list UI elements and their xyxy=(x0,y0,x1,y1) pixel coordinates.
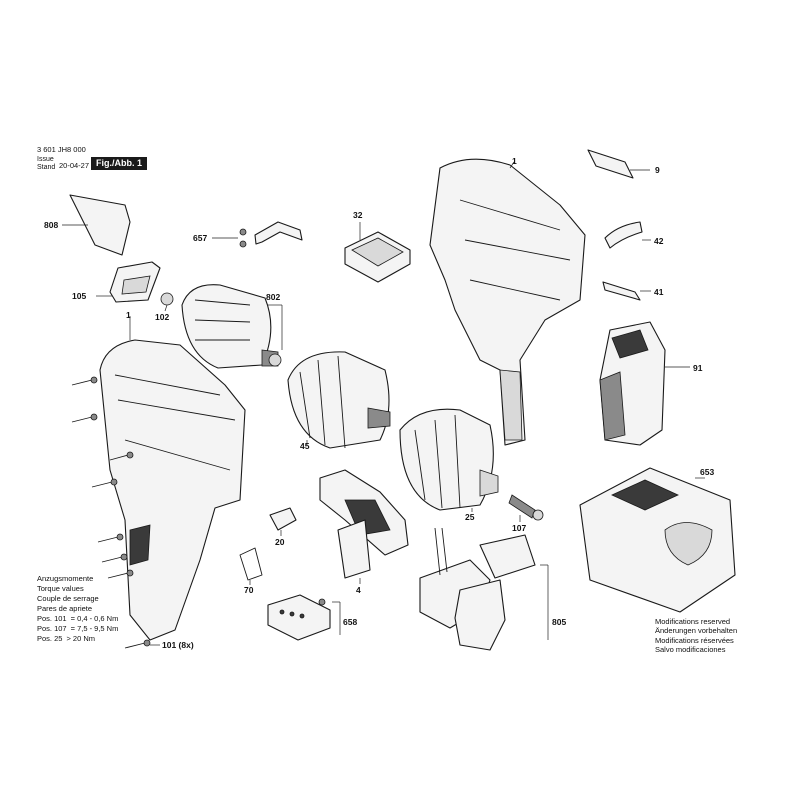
issue-label-de: Stand xyxy=(37,164,56,171)
torque-pos-label: Pos. 25 xyxy=(37,634,63,643)
label-91: 91 xyxy=(693,363,703,373)
modifications-notice: Modifications reserved Änderungen vorbeh… xyxy=(655,617,737,654)
part-805-battery-adapter xyxy=(419,527,549,651)
torque-line-es: Pares de apriete xyxy=(37,604,93,613)
part-1-housing-half-right xyxy=(429,158,586,446)
modifications-fr: Modifications réservées xyxy=(655,635,734,645)
label-70: 70 xyxy=(244,585,254,595)
torque-pos-label: Pos. 107 xyxy=(37,624,67,633)
part-4-electronics-module xyxy=(319,469,409,584)
label-20: 20 xyxy=(275,537,285,547)
torque-pos-value: = 0,4 - 0,6 Nm xyxy=(70,614,119,623)
part-70-spring xyxy=(239,547,263,585)
label-42: 42 xyxy=(654,236,664,246)
label-101: 101 (8x) xyxy=(162,640,194,650)
torque-pos-label: Pos. 101 xyxy=(37,614,67,623)
part-657-bracket xyxy=(212,221,303,248)
label-1-right: 1 xyxy=(512,156,517,166)
part-25-chuck xyxy=(399,408,499,512)
label-107: 107 xyxy=(512,523,526,533)
issue-label: Issue Stand xyxy=(37,156,55,172)
label-4: 4 xyxy=(356,585,361,595)
part-20-switch xyxy=(269,507,297,536)
torque-line-de: Anzugsmomente xyxy=(37,574,94,583)
drawing-number: 3 601 JH8 000 xyxy=(37,145,86,154)
modifications-de: Änderungen vorbehalten xyxy=(655,626,738,636)
label-658: 658 xyxy=(343,617,357,627)
part-45-gearbox xyxy=(287,351,391,449)
part-32-switch-cover xyxy=(344,222,411,283)
part-102-cap xyxy=(160,292,174,312)
torque-pos-107: Pos. 107 = 7,5 - 9,5 Nm xyxy=(37,624,118,634)
label-802: 802 xyxy=(266,292,280,302)
label-657: 657 xyxy=(193,233,207,243)
part-107-screw xyxy=(508,494,544,522)
issue-date: 20-04-27 xyxy=(59,161,90,170)
part-42-label xyxy=(604,221,651,249)
label-9: 9 xyxy=(655,165,660,175)
label-102: 102 xyxy=(155,312,169,322)
modifications-es: Salvo modificaciones xyxy=(655,644,726,654)
part-101-screws xyxy=(71,376,160,649)
label-653: 653 xyxy=(700,467,714,477)
label-32: 32 xyxy=(353,210,363,220)
label-1-left: 1 xyxy=(126,310,131,320)
figure-label: Fig./Abb. 1 xyxy=(91,157,147,170)
label-105: 105 xyxy=(72,291,86,301)
torque-line-en: Torque values xyxy=(37,584,84,593)
label-41: 41 xyxy=(654,287,664,297)
torque-pos-value: > 20 Nm xyxy=(66,634,95,643)
part-808-label-sheet xyxy=(62,194,131,256)
torque-pos-25: Pos. 25 > 20 Nm xyxy=(37,634,118,644)
part-91-battery-pack xyxy=(599,321,690,446)
modifications-en: Modifications reserved xyxy=(655,617,731,626)
part-658-contact-block xyxy=(267,594,341,641)
label-25: 25 xyxy=(465,512,475,522)
torque-values-block: Anzugsmomente Torque values Couple de se… xyxy=(37,574,118,644)
part-653-charger xyxy=(579,467,736,613)
torque-line-fr: Couple de serrage xyxy=(37,594,99,603)
issue-label-en: Issue xyxy=(37,156,54,163)
drawing-header: 3 601 JH8 000 Issue Stand 20-04-27 Fig./… xyxy=(37,145,167,181)
torque-pos-value: = 7,5 - 9,5 Nm xyxy=(70,624,119,633)
part-802-motor xyxy=(181,284,283,369)
part-41-label xyxy=(602,281,651,301)
label-45: 45 xyxy=(300,441,310,451)
part-9-label xyxy=(587,149,650,179)
part-1-housing-half-left xyxy=(99,316,246,641)
part-105-nameplate xyxy=(96,261,161,303)
label-805: 805 xyxy=(552,617,566,627)
label-808: 808 xyxy=(44,220,58,230)
torque-pos-101: Pos. 101 = 0,4 - 0,6 Nm xyxy=(37,614,118,624)
